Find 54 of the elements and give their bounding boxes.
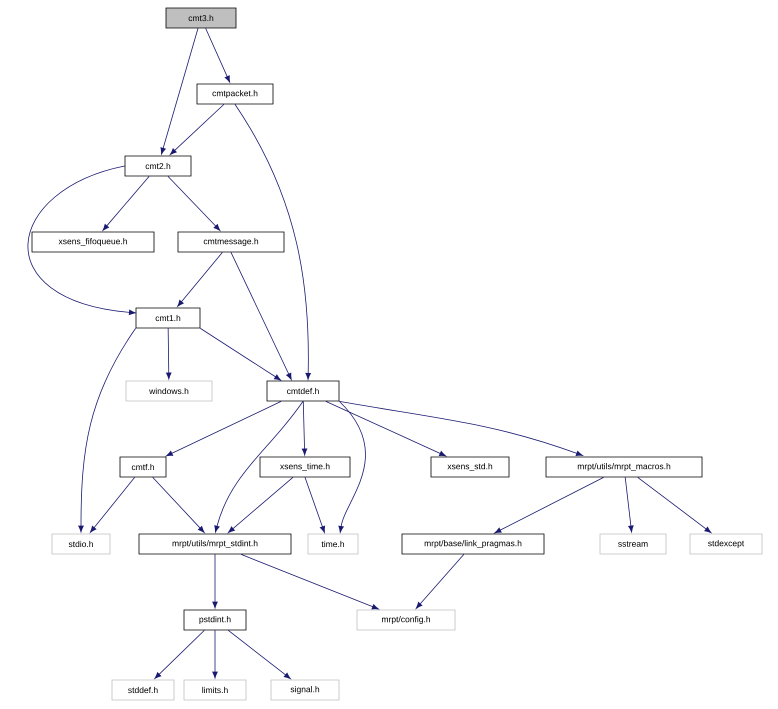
arrow <box>78 328 136 532</box>
arrow <box>339 401 583 456</box>
arrow <box>177 252 223 307</box>
file-box: mrpt/utils/mrpt_stdint.h <box>138 534 292 554</box>
file-box: xsens_fifoqueue.h <box>32 232 154 252</box>
file-box: cmt3.h <box>166 8 236 28</box>
arrow <box>240 554 379 610</box>
file-box: windows.h <box>126 380 212 402</box>
arrow <box>302 401 308 456</box>
arrow <box>212 630 218 678</box>
file-box: time.h <box>308 534 358 554</box>
arrow <box>205 28 230 82</box>
arrow <box>212 554 218 608</box>
file-box: mrpt/config.h <box>356 610 456 630</box>
arrow <box>228 477 294 533</box>
arrow <box>228 630 291 679</box>
arrow <box>214 401 304 532</box>
file-box: sstream <box>600 534 666 554</box>
arrow <box>230 252 292 380</box>
file-box: mrpt/utils/mrpt_macros.h <box>546 456 702 478</box>
file-box: limits.h <box>184 680 246 700</box>
arrow <box>102 176 150 231</box>
arrow <box>494 477 604 534</box>
file-box: signal.h <box>270 680 340 700</box>
arrow <box>325 401 446 456</box>
arrow <box>166 328 172 380</box>
arrow <box>28 166 136 316</box>
arrow <box>160 28 198 154</box>
arrow <box>416 554 464 609</box>
arrow <box>168 176 220 231</box>
arrow <box>637 477 712 533</box>
file-box: pstdint.h <box>184 610 246 630</box>
file-box: xsens_std.h <box>430 456 510 478</box>
file-box: cmt2.h <box>124 156 192 176</box>
file-box: cmtf.h <box>120 456 166 478</box>
file-box: stddef.h <box>112 680 174 700</box>
arrow <box>166 401 282 456</box>
file-box: stdio.h <box>52 534 110 554</box>
arrow <box>304 477 326 533</box>
file-box: cmtpacket.h <box>196 84 274 104</box>
file-box: cmtdef.h <box>266 380 340 402</box>
arrow <box>200 328 282 380</box>
file-box: cmt1.h <box>136 308 200 328</box>
arrow <box>154 630 205 679</box>
file-box: stdexcept <box>690 534 762 554</box>
arrow <box>170 104 224 155</box>
arrow <box>152 477 205 533</box>
file-box: xsens_time.h <box>260 456 350 478</box>
arrow <box>338 401 366 533</box>
arrow <box>90 477 136 533</box>
arrow <box>234 104 311 380</box>
file-box: mrpt/base/link_pragmas.h <box>402 534 544 554</box>
file-box: cmtmessage.h <box>178 232 284 252</box>
arrow <box>624 477 634 532</box>
